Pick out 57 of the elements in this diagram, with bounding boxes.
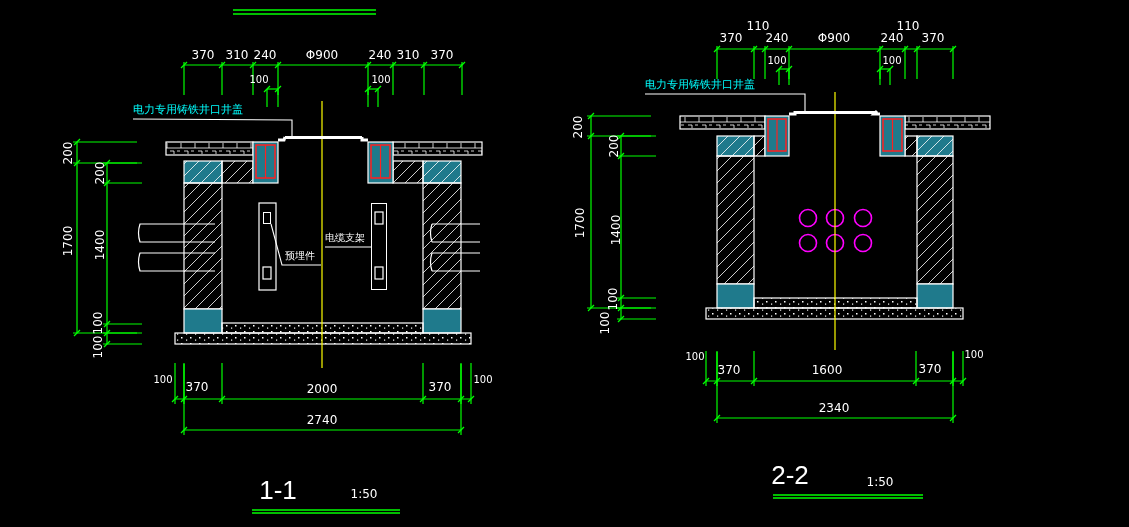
dimension-text: 100 <box>767 56 787 66</box>
dimension-text: Φ900 <box>305 49 339 61</box>
leader-line <box>132 118 293 137</box>
dimension-text: 100 <box>92 335 104 359</box>
dimension-text: 100 <box>882 56 902 66</box>
callout-text: 预埋件 <box>285 251 315 261</box>
manhole-cover <box>795 111 877 114</box>
dimension-text: 110 <box>896 20 920 32</box>
dimension-text: 100 <box>685 352 705 362</box>
dimension-text: 200 <box>572 115 584 139</box>
dimension-text: 1700 <box>62 225 74 257</box>
dimension-text: 100 <box>92 311 104 335</box>
dimension-text: 100 <box>153 375 173 385</box>
dimension-text: 2340 <box>818 402 850 414</box>
dimension-text: 200 <box>62 141 74 165</box>
dimension-text: 240 <box>765 32 789 44</box>
scale-text: 1:50 <box>350 488 378 500</box>
callout-text: 电缆支架 <box>325 233 365 243</box>
dimension-text: 100 <box>473 375 493 385</box>
callout-text: 电力专用铸铁井口井盖 <box>645 79 755 90</box>
dimension-text: 240 <box>253 49 277 61</box>
dimension-text: Φ900 <box>817 32 851 44</box>
leader-line <box>324 246 372 248</box>
dimension-text: 110 <box>746 20 770 32</box>
dimension-text: 200 <box>94 161 106 185</box>
dimension-text: 240 <box>368 49 392 61</box>
callout-text: 电力专用铸铁井口井盖 <box>133 104 243 115</box>
dimension-text: 370 <box>719 32 743 44</box>
dimension-text: 2000 <box>306 383 338 395</box>
dimension-text: 370 <box>717 364 741 376</box>
section-title: 1-1 <box>259 477 297 503</box>
dimension-text: 200 <box>608 134 620 158</box>
dimension-text: 100 <box>964 350 984 360</box>
scale-text: 1:50 <box>866 476 894 488</box>
cable-bracket <box>371 203 387 290</box>
dimension-text: 310 <box>396 49 420 61</box>
section-title: 2-2 <box>771 462 809 488</box>
manhole-cover <box>285 136 362 139</box>
dimension-text: 310 <box>225 49 249 61</box>
dimension-text: 1400 <box>94 229 106 261</box>
dimension-text: 370 <box>185 381 209 393</box>
dimension-text: 1600 <box>811 364 843 376</box>
dimension-text: 1700 <box>574 207 586 239</box>
dimension-text: 1400 <box>610 214 622 246</box>
dimension-text: 370 <box>430 49 454 61</box>
dimension-text: 100 <box>371 75 391 85</box>
dimension-text: 370 <box>191 49 215 61</box>
embedded-plate <box>263 212 271 224</box>
leader-line <box>644 93 806 112</box>
dimension-text: 2740 <box>306 414 338 426</box>
dimension-text: 240 <box>880 32 904 44</box>
leader-line <box>270 223 322 266</box>
dimension-text: 370 <box>918 363 942 375</box>
dimension-text: 100 <box>607 287 619 311</box>
dimension-text: 370 <box>921 32 945 44</box>
dimension-text: 370 <box>428 381 452 393</box>
dimension-text: 100 <box>599 311 611 335</box>
